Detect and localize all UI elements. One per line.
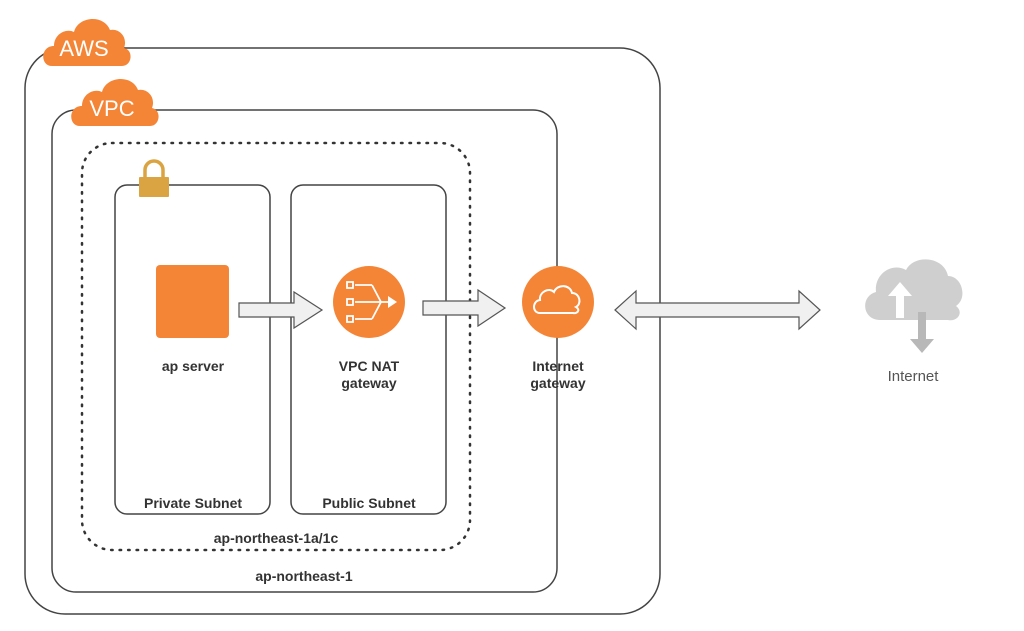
nat-gateway-icon (333, 266, 405, 338)
internet-label: Internet (888, 368, 940, 385)
aws-badge-icon: AWS (43, 18, 131, 66)
aws-cloud-container (24, 47, 661, 615)
private-subnet-box (114, 184, 271, 515)
ec2-instance-icon (156, 265, 229, 338)
public-subnet-label: Public Subnet (322, 495, 416, 511)
vpc-container (51, 109, 558, 593)
vpc-badge-label: VPC (89, 96, 134, 121)
nat-gateway-label-line1: VPC NAT (339, 358, 400, 374)
lock-icon (139, 159, 169, 197)
internet-gateway-label-line2: gateway (530, 375, 585, 391)
region-label: ap-northeast-1 (255, 568, 352, 584)
aws-badge-label: AWS (59, 36, 108, 61)
internet-cloud-icon (865, 259, 963, 353)
vpc-badge-icon: VPC (71, 78, 159, 126)
arrow-server-to-nat (238, 290, 324, 330)
public-subnet-box (290, 184, 447, 515)
arrow-igw-internet-bidirectional (614, 289, 821, 331)
availability-zone-container (80, 141, 472, 552)
internet-gateway-icon (522, 266, 594, 338)
private-subnet-label: Private Subnet (144, 495, 242, 511)
nat-gateway-label-line2: gateway (341, 375, 396, 391)
availability-zone-label: ap-northeast-1a/1c (214, 530, 339, 546)
internet-gateway-label-line1: Internet (532, 358, 584, 374)
arrow-nat-to-igw (422, 288, 507, 328)
ap-server-label: ap server (162, 358, 225, 374)
